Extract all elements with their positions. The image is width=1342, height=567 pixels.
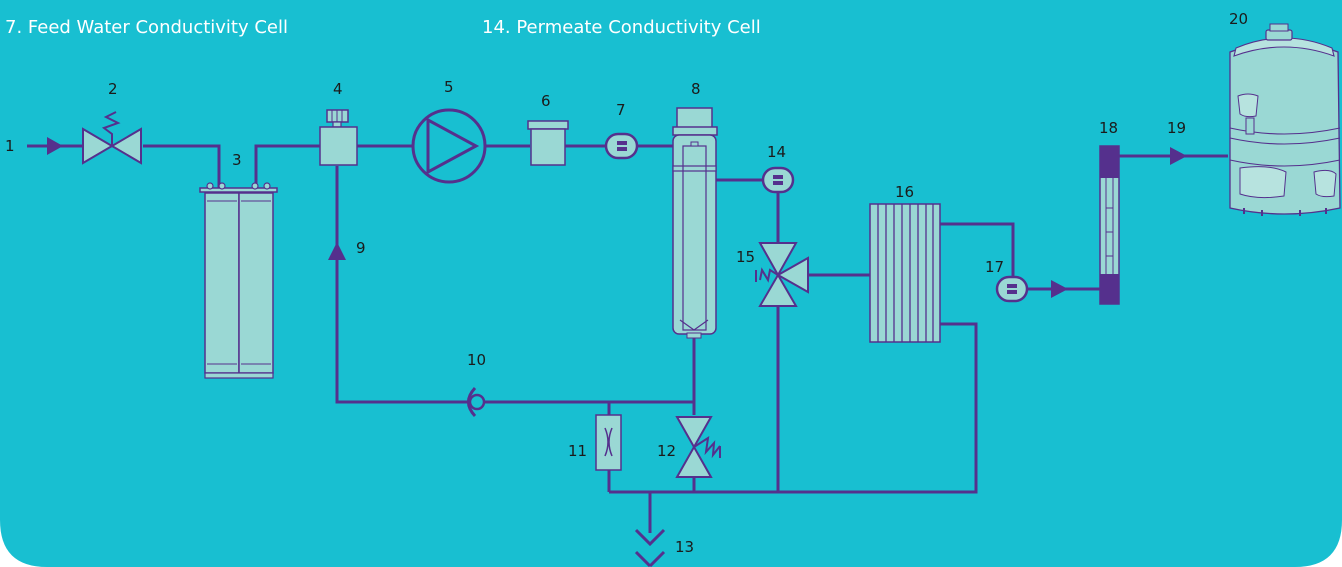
label-4: 4 [333, 80, 343, 98]
label-15: 15 [736, 248, 755, 266]
polishing-unit [869, 203, 941, 343]
ro-membrane-housing [672, 107, 718, 339]
component-number-labels: 1 2 3 4 5 6 7 8 9 10 11 12 13 14 15 16 1… [5, 10, 1248, 556]
label-17: 17 [985, 258, 1004, 276]
permeate-conductivity-caption: 14. Permeate Conductivity Cell [482, 17, 761, 38]
pipework [27, 144, 1228, 533]
label-11: 11 [568, 442, 587, 460]
feed-conductivity-caption: 7. Feed Water Conductivity Cell [5, 17, 288, 38]
flowmeter [1099, 145, 1120, 305]
pretreatment-cartridges [199, 182, 278, 379]
permeate-conductivity-cell-icon [761, 166, 795, 194]
tank-feed-arrow-icon [1170, 147, 1187, 165]
label-19: 19 [1167, 119, 1186, 137]
label-5: 5 [444, 78, 454, 96]
flow-arrow-icon [328, 242, 346, 260]
inlet-solenoid-valve [319, 109, 358, 166]
label-1: 1 [5, 137, 15, 155]
label-8: 8 [691, 80, 701, 98]
label-13: 13 [675, 538, 694, 556]
pre-filter [527, 120, 569, 166]
three-way-valve [755, 242, 809, 307]
feed-conductivity-cell-icon [604, 132, 639, 160]
label-14: 14 [767, 143, 786, 161]
label-20: 20 [1229, 10, 1248, 28]
label-16: 16 [895, 183, 914, 201]
drain-icon [634, 528, 666, 567]
label-18: 18 [1099, 119, 1118, 137]
flush-valve [675, 416, 721, 478]
label-10: 10 [467, 351, 486, 369]
pressure-reducing-valve [82, 111, 142, 165]
label-12: 12 [657, 442, 676, 460]
label-7: 7 [616, 101, 626, 119]
non-return-valve [467, 386, 486, 418]
storage-tank [1229, 23, 1341, 216]
label-9: 9 [356, 239, 366, 257]
label-2: 2 [108, 80, 118, 98]
pump-icon [411, 108, 487, 184]
flow-restrictor [595, 414, 622, 471]
outlet-conductivity-cell-icon [995, 275, 1029, 303]
outlet-arrow-icon [1051, 280, 1068, 298]
inlet-arrow-icon [47, 137, 63, 155]
label-3: 3 [232, 151, 242, 169]
label-6: 6 [541, 92, 551, 110]
